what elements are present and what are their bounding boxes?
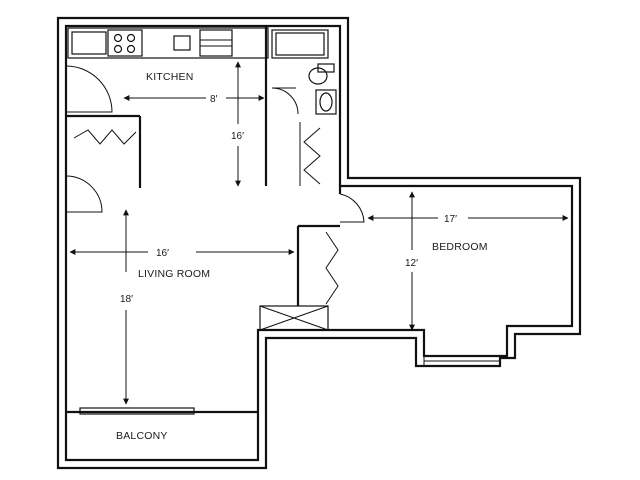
balcony-label: BALCONY bbox=[116, 430, 168, 442]
closet-doors bbox=[299, 122, 321, 186]
kitchen-length-label: 16′ bbox=[231, 131, 244, 142]
bathroom-door bbox=[271, 87, 299, 115]
bedroom-width-label: 17′ bbox=[444, 214, 457, 225]
bedroom-window bbox=[423, 355, 501, 367]
toilet-icon bbox=[308, 63, 335, 85]
dimension-lines bbox=[69, 61, 569, 405]
balcony-area bbox=[66, 407, 258, 415]
sink-icon bbox=[173, 35, 191, 51]
bedroom-label: BEDROOM bbox=[432, 241, 488, 253]
kitchen-counter bbox=[67, 27, 269, 59]
living-length-label: 18′ bbox=[120, 294, 133, 305]
living-room-label: LIVING ROOM bbox=[138, 268, 210, 280]
bathroom bbox=[264, 26, 329, 186]
bathroom-sink-icon bbox=[315, 89, 337, 115]
bedroom-length-label: 12′ bbox=[405, 258, 418, 269]
bedroom-closet bbox=[325, 231, 339, 305]
kitchen-label: KITCHEN bbox=[146, 71, 194, 83]
stove-icon bbox=[107, 29, 143, 57]
outer-walls bbox=[56, 16, 582, 470]
living-width-label: 16′ bbox=[156, 248, 169, 259]
dishwasher-icon bbox=[199, 29, 233, 57]
living-door bbox=[65, 175, 103, 213]
kitchen-width-label: 8′ bbox=[210, 94, 218, 105]
entry-door bbox=[65, 65, 113, 114]
kitchen-closet bbox=[66, 114, 142, 188]
bedroom-wall bbox=[296, 186, 365, 306]
mechanical-box bbox=[259, 305, 329, 331]
